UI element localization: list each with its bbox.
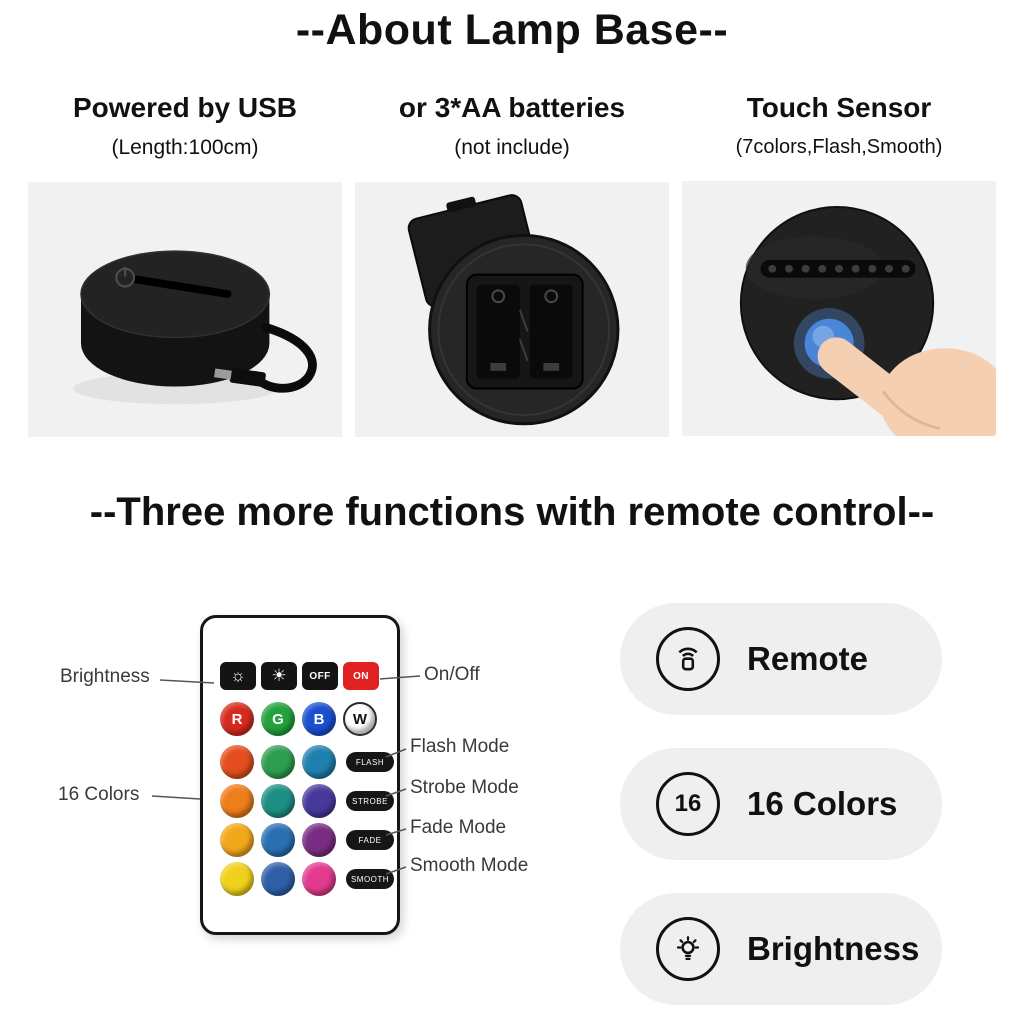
red-key: R [220,702,254,736]
color-key [302,745,336,779]
color-key [261,823,295,857]
battery-compartment-photo [355,182,669,437]
battery-compartment-illustration [407,194,620,426]
color-key [220,823,254,857]
blue-key: B [302,702,336,736]
callout-16-colors: 16 Colors [58,784,140,805]
color-key [302,784,336,818]
remote-top-row: ☼ ☀ OFF ON [220,662,379,690]
panel-battery-power: or 3*AA batteries (not include) [355,80,669,437]
color-key [261,784,295,818]
embossed-marks [518,309,529,362]
brightness-down-button: ☼ [220,662,256,690]
color-key [220,784,254,818]
remote-rgbw-row: R G B W [220,702,377,736]
color-key [302,823,336,857]
remote-icon [656,627,720,691]
callout-strobe-mode: Strobe Mode [410,777,519,798]
badge-label: Remote [747,640,869,677]
callout-smooth-mode: Smooth Mode [410,855,529,876]
panel-touch-sensor: Touch Sensor (7colors,Flash,Smooth) [682,80,996,437]
strobe-mode-button: STROBE [346,791,394,811]
callout-on-off: On/Off [424,664,480,685]
touch-sensor-photo [682,181,996,436]
battery-springs [491,289,559,304]
callout-brightness: Brightness [60,666,150,687]
white-key: W [343,702,377,736]
panel-usb-power: Powered by USB (Length:100cm) [28,80,342,437]
badge-remote: Remote [620,603,942,715]
on-button: ON [343,662,379,690]
feature-panels: Powered by USB (Length:100cm) [28,80,996,437]
sixteen-icon: 16 [656,772,720,836]
green-key: G [261,702,295,736]
color-key [220,862,254,896]
callout-flash-mode: Flash Mode [410,736,510,757]
off-button: OFF [302,662,338,690]
badge-brightness: Brightness [620,893,942,1005]
badge-16-colors: 16 16 Colors [620,748,942,860]
usb-plug [214,368,266,387]
panel-subheading: (Length:100cm) [111,136,259,159]
color-key [261,745,295,779]
color-row-2: STROBE [220,784,394,818]
flash-mode-button: FLASH [346,752,394,772]
touch-sensor-illustration [739,205,996,436]
page-title: --About Lamp Base-- [295,6,729,54]
remote-control: ☼ ☀ OFF ON R G B W FLASH STROBE [200,615,400,935]
brightness-icon [656,917,720,981]
panel-subheading: (7colors,Flash,Smooth) [735,136,943,158]
sixteen-icon-text: 16 [674,790,702,817]
panel-heading: or 3*AA batteries [398,92,626,123]
panel-subheading: (not include) [454,136,570,159]
color-key [302,862,336,896]
color-key [261,862,295,896]
remote-section: ☼ ☀ OFF ON R G B W FLASH STROBE [0,600,1024,1024]
panel-heading: Powered by USB [72,92,298,123]
hand [817,337,996,436]
color-row-3: FADE [220,823,394,857]
color-row-4: SMOOTH [220,862,394,896]
section-title-remote-functions: --Three more functions with remote contr… [89,490,935,534]
color-row-1: FLASH [220,745,394,779]
power-icon [115,266,136,288]
panel-heading: Touch Sensor [746,92,932,123]
lamp-base-illustration [73,250,317,405]
color-key [220,745,254,779]
badge-label: Brightness [747,930,920,967]
brightness-up-button: ☀ [261,662,297,690]
badge-label: 16 Colors [747,785,898,822]
led-dots [768,264,910,273]
callout-fade-mode: Fade Mode [410,817,507,838]
usb-lamp-base-photo [28,182,342,437]
usb-cable [255,323,317,393]
smooth-mode-button: SMOOTH [346,869,394,889]
fade-mode-button: FADE [346,830,394,850]
